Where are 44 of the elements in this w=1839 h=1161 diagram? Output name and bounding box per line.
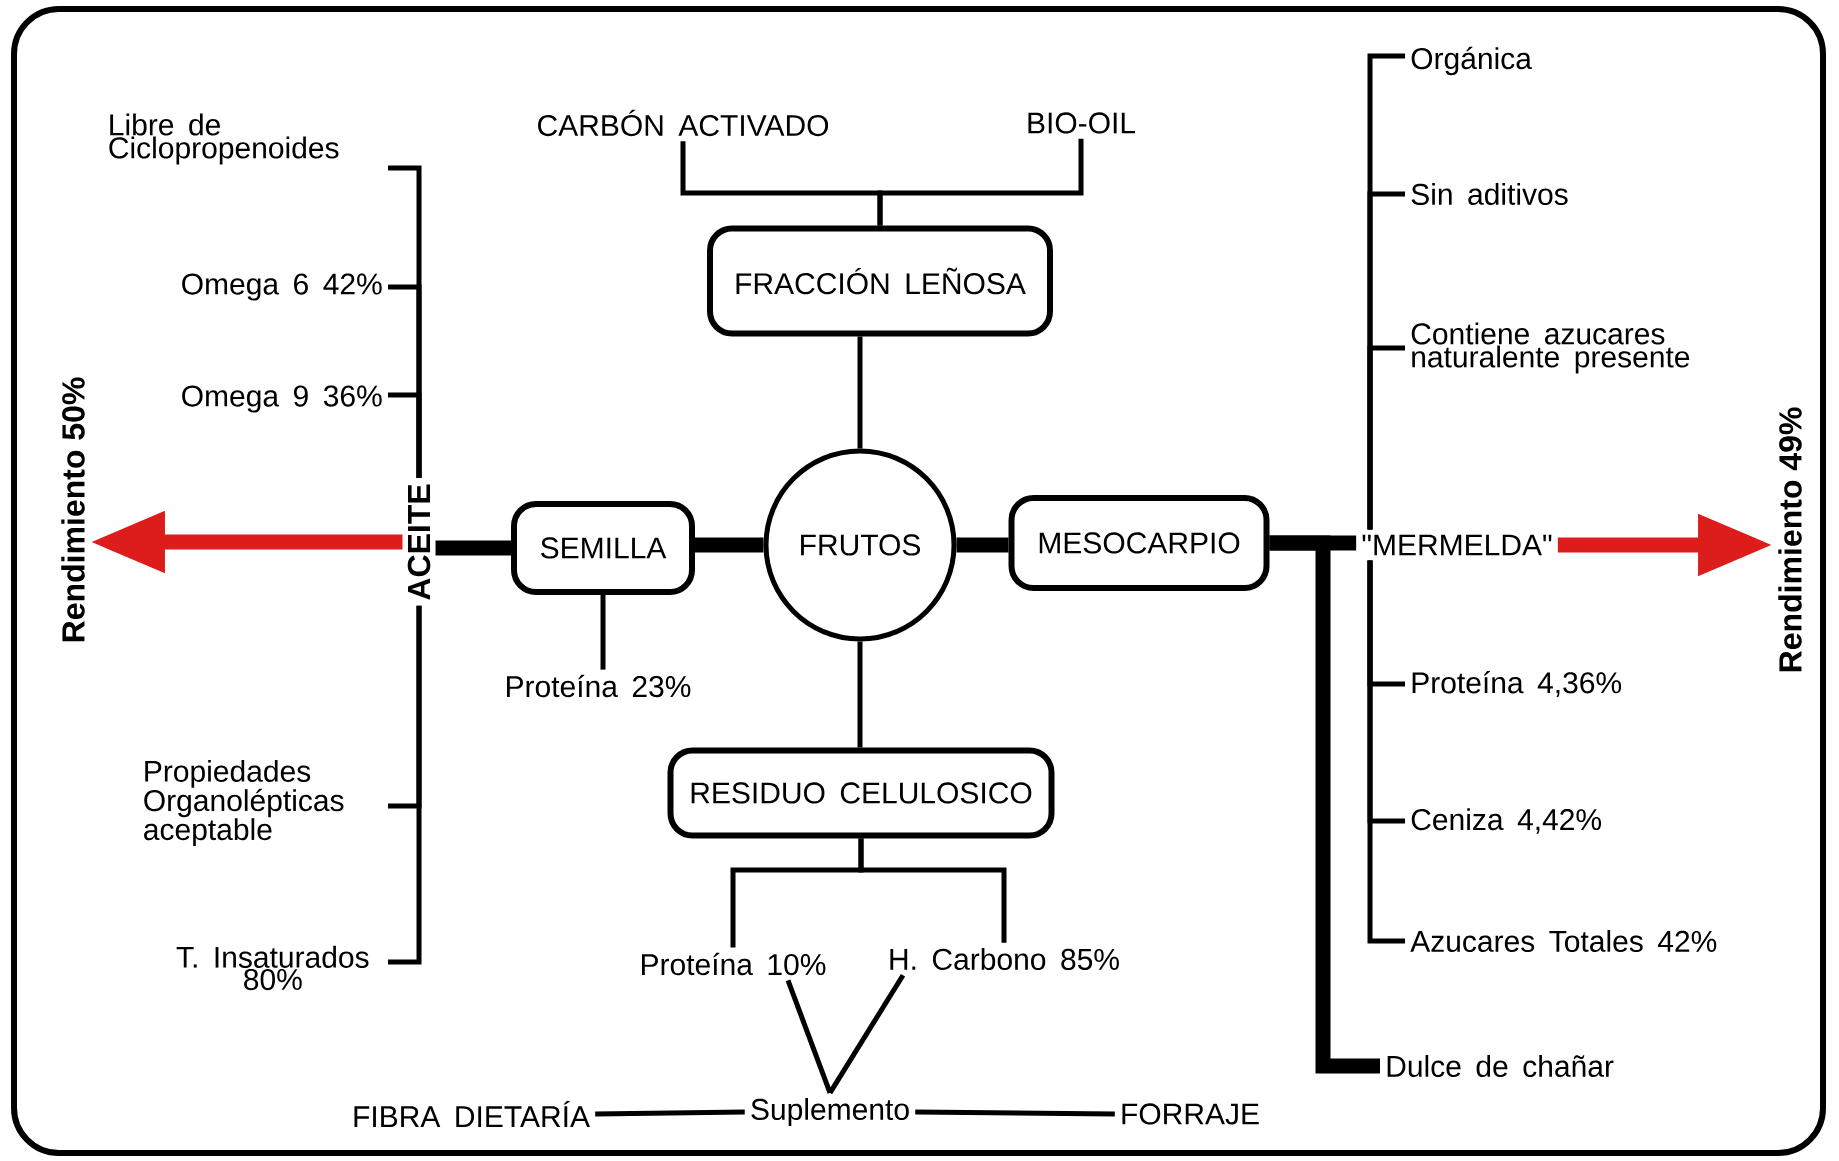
text-label: Proteína 4,36% <box>1412 671 1622 697</box>
connector-line <box>857 641 863 748</box>
connector-line <box>695 537 764 553</box>
process-box: MESOCARPIO <box>1008 495 1270 591</box>
text-label: Azucares Totales 42% <box>1410 930 1717 952</box>
text-label: BIO-OIL <box>1028 112 1136 134</box>
connector-line <box>600 595 606 670</box>
connector-line <box>388 392 422 479</box>
connector-line <box>827 973 906 1095</box>
text-label: FORRAJE <box>1122 1103 1259 1125</box>
text-label: Propiedades Organolépticas aceptable <box>144 759 344 847</box>
connector-line <box>956 537 1009 553</box>
text-label: Suplemento <box>751 1098 909 1126</box>
connector-line <box>877 138 1084 226</box>
text-label: CARBÓN ACTIVADO <box>538 109 829 137</box>
connector-line <box>388 605 422 965</box>
rotated-label: Rendimiento 50% <box>61 377 85 642</box>
text-label: Libre de Ciclopropenoides <box>109 113 339 165</box>
connector-line <box>857 336 863 449</box>
connector-line <box>595 1109 745 1117</box>
text-label: Orgánica <box>1411 46 1532 76</box>
text-label: Proteína 23% <box>507 674 691 698</box>
text-label: Contiene azucares naturalente presente <box>1411 322 1690 374</box>
text-label: Ceniza 4,42% <box>1411 808 1602 834</box>
text-label: Omega 9 36% <box>182 385 382 413</box>
text-label: Omega 6 42% <box>182 273 382 301</box>
text-label: T. Insaturados 80% <box>176 945 369 991</box>
connector-line <box>915 1109 1115 1117</box>
rotated-label: ACEITE <box>407 484 431 600</box>
text-label: Dulce de chañar <box>1387 1055 1614 1077</box>
connector-line <box>858 838 1007 943</box>
process-box: RESIDUO CELULOSICO <box>667 747 1055 839</box>
process-box: SEMILLA <box>511 501 695 595</box>
connector-line <box>1367 345 1405 530</box>
connector-line <box>435 540 511 556</box>
text-label: Proteína 10% <box>642 952 826 976</box>
connector-line <box>1367 560 1405 944</box>
process-box: FRACCIÓN LEÑOSA <box>707 225 1053 337</box>
text-label: H. Carbono 85% <box>890 948 1119 970</box>
text-label: FIBRA DIETARÍA <box>354 1101 590 1127</box>
text-label: Sin aditivos <box>1411 183 1568 205</box>
text-label: "MERMELDA" <box>1362 534 1552 556</box>
connector-line <box>785 979 833 1094</box>
rotated-label: Rendimiento 49% <box>1778 407 1802 672</box>
